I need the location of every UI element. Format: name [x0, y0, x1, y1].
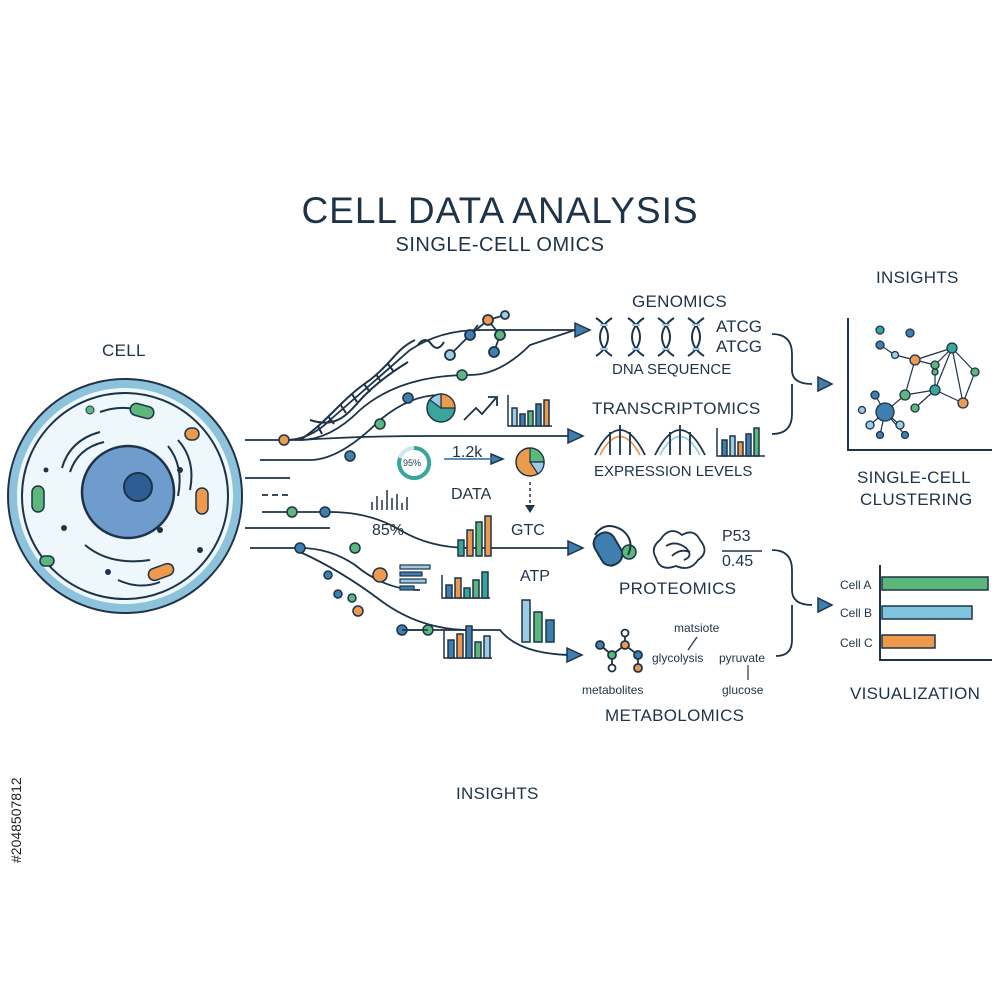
stock-id-label: #204850781​2 — [8, 777, 24, 863]
atp-label: ATP — [520, 568, 550, 585]
dna-helix-icon — [299, 339, 445, 441]
progress-ring-icon — [397, 445, 432, 480]
bar-chart-mid — [441, 571, 490, 599]
metabolites-label: metabolites — [582, 683, 644, 697]
bar-chart-85 — [457, 515, 492, 557]
expression-bar-icon — [716, 427, 765, 457]
bracket-top — [771, 333, 813, 435]
single-cell-label: SINGLE-CELL — [857, 468, 971, 487]
pyruvate-label: pyruvate — [719, 651, 766, 665]
viz-bar-cell-c — [881, 634, 936, 649]
matsiote-connector — [687, 636, 698, 651]
data-label: DATA — [451, 486, 492, 503]
clustering-label: CLUSTERING — [860, 490, 973, 509]
expression-levels-label: EXPRESSION LEVELS — [594, 463, 753, 480]
arrow-heads — [490, 321, 834, 664]
percent-85: 85% — [372, 522, 405, 539]
nucleolus — [123, 472, 153, 502]
bar-label-cell-c: Cell C — [840, 636, 873, 650]
metabolomics-label: METABOLOMICS — [605, 706, 745, 725]
genomics-label: GENOMICS — [632, 292, 727, 311]
dna-sequence-label: DNA SEQUENCE — [612, 361, 732, 378]
p53-label: P53 — [722, 528, 751, 545]
insights-bottom-label: INSIGHTS — [456, 784, 539, 803]
count-label: 1.2k — [452, 444, 483, 461]
dna-seq-2: ATCG — [716, 337, 762, 356]
viz-bar-cell-a — [881, 576, 989, 591]
proteomics-label: PROTEOMICS — [619, 579, 737, 598]
expression-waves-icon — [594, 425, 706, 456]
molecule-network-icon — [444, 310, 510, 361]
visualization-chart — [879, 565, 992, 661]
visualization-label: VISUALIZATION — [850, 684, 981, 703]
mini-bar-chart-icon — [507, 395, 552, 427]
dna-strands-icon — [595, 317, 705, 357]
protein-fold-icon — [652, 530, 706, 569]
cell-illustration — [7, 378, 243, 614]
bar-chart-bottom — [443, 625, 492, 659]
glycolysis-label: glycolysis — [652, 651, 704, 665]
dna-seq-1: ATCG — [716, 317, 762, 336]
pie-chart-icon-2 — [515, 447, 545, 477]
percent-small: 95% — [403, 458, 422, 468]
insights-top-label: INSIGHTS — [876, 268, 959, 287]
trend-arrow-icon — [463, 396, 498, 421]
clustering-plot — [847, 318, 992, 451]
diagram-title: CELL DATA ANALYSIS — [301, 190, 699, 231]
bar-label-cell-a: Cell A — [840, 578, 872, 592]
protein-structure-icon — [592, 525, 637, 567]
cell-label: CELL — [102, 341, 146, 360]
metabolite-molecule-icon — [595, 628, 643, 673]
transcriptomics-label: TRANSCRIPTOMICS — [592, 399, 761, 418]
glucose-label: glucose — [722, 683, 764, 697]
bracket-bottom — [771, 549, 813, 657]
diagram-subtitle: SINGLE-CELL OMICS — [395, 234, 605, 256]
pie-chart-icon — [426, 393, 456, 423]
sparkline-bars-icon — [371, 490, 408, 510]
matsiote-label: matsiote — [674, 621, 720, 635]
viz-bar-cell-b — [881, 605, 973, 620]
dashed-arrow — [525, 482, 535, 513]
bar-chart-atp — [521, 599, 555, 643]
p53-value: 0.45 — [722, 553, 754, 570]
line-nodes — [278, 369, 468, 636]
gtc-label: GTC — [511, 522, 545, 539]
bar-label-cell-b: Cell B — [840, 606, 873, 620]
horizontal-bars-icon — [399, 564, 431, 591]
